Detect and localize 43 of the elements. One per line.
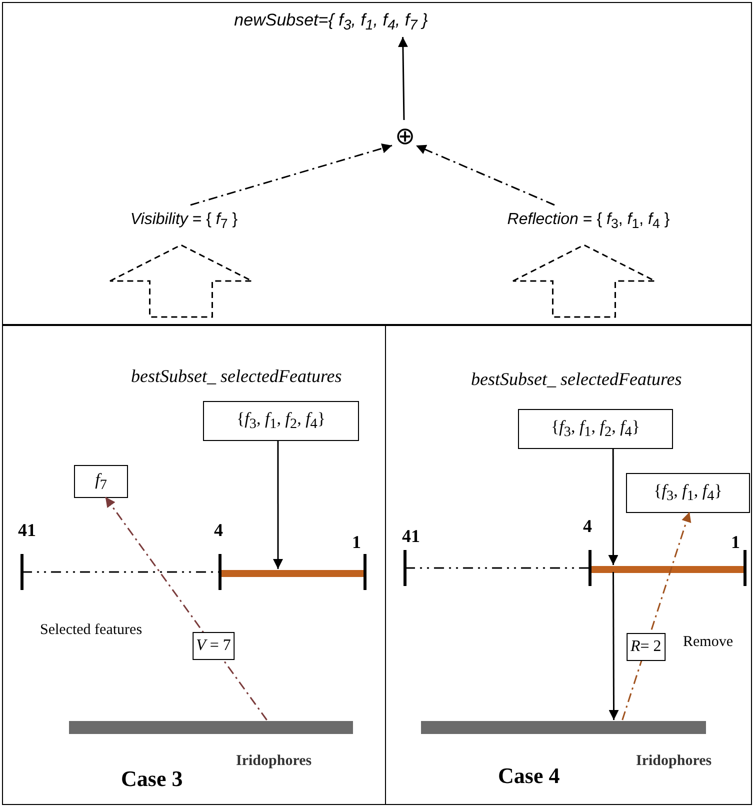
feature-label: f$_{7}$ xyxy=(95,469,107,494)
formula-text: Visibility = { f$_{7}$ } xyxy=(130,210,238,232)
feature-set-label: {f$_{3}$, f$_{1}$, f$_{4}$} xyxy=(654,480,722,506)
operator-symbol: ⊕ xyxy=(394,122,416,150)
formula-text: Reflection = { f$_{3}$, f$_{1}$, f$_{4}$ } xyxy=(507,210,670,232)
edge-label: R= 2 xyxy=(626,633,666,662)
scale-number: 1 xyxy=(731,532,740,553)
scale-number: 4 xyxy=(583,516,592,537)
arrow xyxy=(104,496,268,720)
feature-set-label: {f$_{3}$, f$_{1}$, f$_{2}$, f$_{4}$} xyxy=(550,416,640,442)
segment-bar xyxy=(591,566,746,573)
segment-bar xyxy=(221,570,366,577)
feature-box xyxy=(74,465,128,498)
scale-number: 41 xyxy=(402,526,420,547)
iridophore-bar xyxy=(421,721,706,734)
arrow xyxy=(622,512,692,720)
arrow xyxy=(608,572,619,720)
arrow xyxy=(273,440,283,569)
case-title: Case 4 xyxy=(498,763,560,789)
scale-number: 4 xyxy=(214,520,223,541)
arrow xyxy=(416,144,555,206)
feature-set-box xyxy=(518,409,673,449)
iridophore-bar xyxy=(69,721,353,734)
edge-label: V = 7 xyxy=(192,632,235,660)
top-panel xyxy=(2,2,752,325)
arrow xyxy=(398,36,408,120)
annotation-text: Selected features xyxy=(40,622,142,639)
formula-text: newSubset={ f$_{3}$, f$_{1}$, f$_{4}$, f$_{7}$ } xyxy=(234,10,428,34)
feature-set-box xyxy=(626,473,750,513)
scale-number: 41 xyxy=(18,520,36,541)
subset-heading: bestSubset_ selectedFeatures xyxy=(131,366,342,387)
subset-heading: bestSubset_ selectedFeatures xyxy=(471,369,682,390)
annotation-text: Remove xyxy=(683,634,733,651)
arrow xyxy=(608,448,618,565)
scale-number: 1 xyxy=(352,532,361,553)
bar-caption: Iridophores xyxy=(236,753,312,770)
case-panel xyxy=(385,325,752,805)
case-panel xyxy=(2,325,386,805)
feature-set-box xyxy=(203,401,359,441)
bar-caption: Iridophores xyxy=(636,753,712,770)
case-title: Case 3 xyxy=(121,766,183,792)
feature-set-label: {f$_{3}$, f$_{1}$, f$_{2}$, f$_{4}$} xyxy=(236,408,326,434)
arrow xyxy=(190,144,392,206)
